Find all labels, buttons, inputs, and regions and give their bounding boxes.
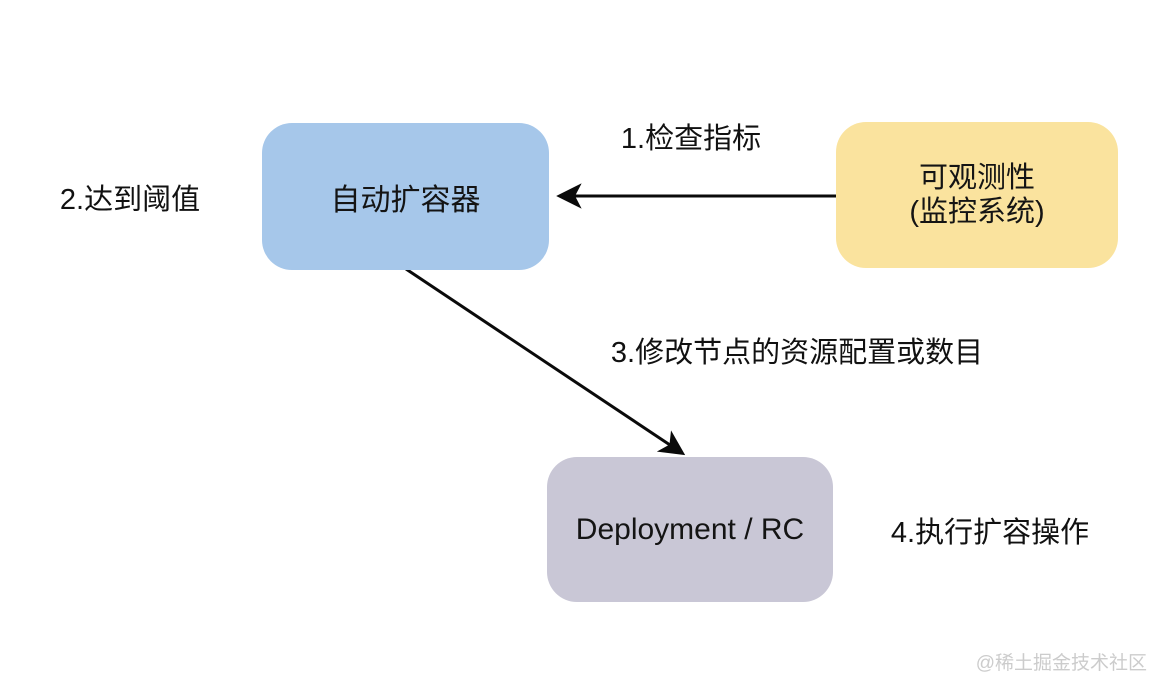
step-label-execute-scaling: 4.执行扩容操作 xyxy=(890,517,1090,549)
step-label-threshold-reached: 2.达到阈值 xyxy=(59,184,201,216)
node-observability-label-line2: (监控系统) xyxy=(909,196,1045,228)
node-observability-label-line1: 可观测性 xyxy=(918,162,1035,194)
node-observability: 可观测性 (监控系统) xyxy=(836,122,1118,268)
step-label-modify-resources: 3.修改节点的资源配置或数目 xyxy=(610,337,984,369)
node-autoscaler: 自动扩容器 xyxy=(262,123,549,270)
arrow-modify-resources xyxy=(405,267,686,456)
step-label-check-metrics: 1.检查指标 xyxy=(620,123,762,155)
node-autoscaler-label: 自动扩容器 xyxy=(330,183,481,217)
watermark-juejin-community: @稀土掘金技术社区 xyxy=(975,653,1147,674)
node-deployment: Deployment / RC xyxy=(547,457,833,602)
node-deployment-label: Deployment / RC xyxy=(575,512,805,546)
